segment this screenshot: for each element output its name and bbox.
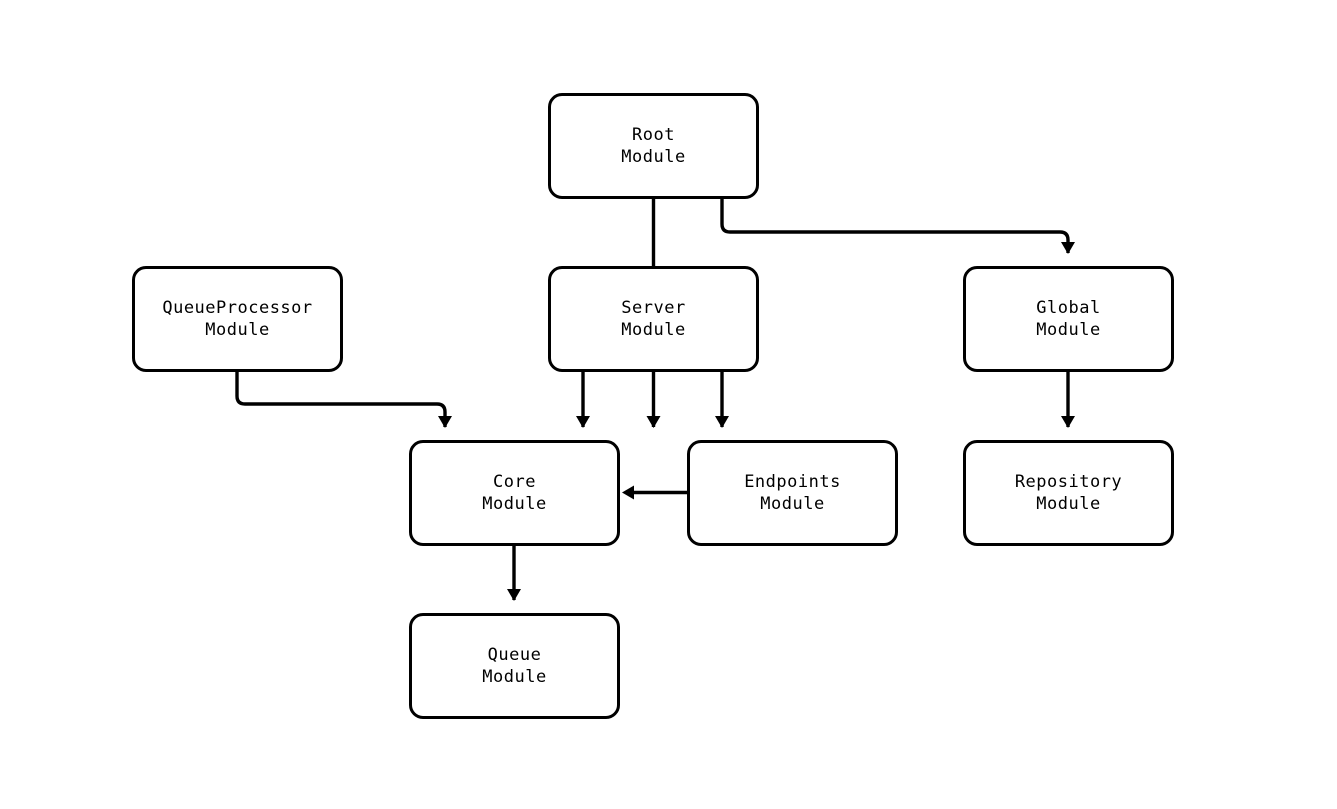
node-server-module-label-line2: Module <box>621 320 686 340</box>
node-endpoints-module[interactable]: Endpoints Module <box>687 440 898 546</box>
node-global-module-label-line1: Global <box>1036 298 1101 318</box>
node-queueprocessor-module-label-line2: Module <box>205 320 270 340</box>
node-repository-module-label-line2: Module <box>1036 494 1101 514</box>
node-repository-module[interactable]: Repository Module <box>963 440 1174 546</box>
node-queue-module[interactable]: Queue Module <box>409 613 620 719</box>
node-queueprocessor-module-label-line1: QueueProcessor <box>162 298 313 318</box>
node-core-module[interactable]: Core Module <box>409 440 620 546</box>
node-queue-module-label-line1: Queue <box>487 645 542 665</box>
node-queueprocessor-module[interactable]: QueueProcessor Module <box>132 266 343 372</box>
node-repository-module-label-line1: Repository <box>1014 472 1123 492</box>
node-endpoints-module-label-line2: Module <box>760 494 825 514</box>
node-core-module-label-line1: Core <box>493 472 536 492</box>
node-endpoints-module-label-line1: Endpoints <box>744 472 841 492</box>
node-queue-module-label-line2: Module <box>482 667 547 687</box>
node-server-module-label-line1: Server <box>621 298 686 318</box>
node-global-module-label-line2: Module <box>1036 320 1101 340</box>
node-core-module-label-line2: Module <box>482 494 547 514</box>
node-root-module-label-line1: Root <box>632 125 675 145</box>
node-global-module[interactable]: Global Module <box>963 266 1174 372</box>
node-root-module-label-line2: Module <box>621 147 686 167</box>
edge-root-to-global <box>720 199 1075 254</box>
node-root-module[interactable]: Root Module <box>548 93 759 199</box>
node-server-module[interactable]: Server Module <box>548 266 759 372</box>
edge-queueprocessor-to-core <box>235 372 452 428</box>
